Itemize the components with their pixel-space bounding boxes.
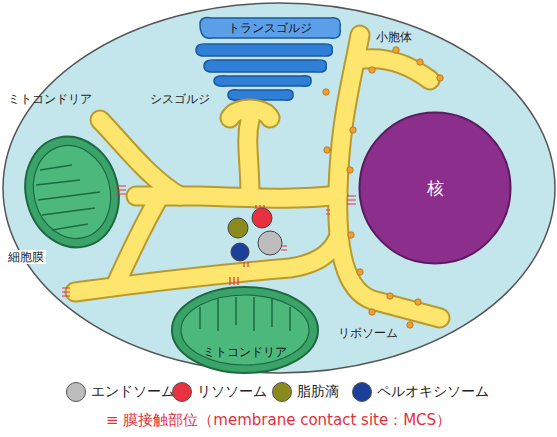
legend-item: ペルオキシソーム: [352, 382, 489, 402]
cell-membrane: [3, 3, 555, 373]
legend-item: 脂肪滴: [272, 382, 339, 402]
mitochondrion-shape: [170, 285, 320, 375]
legend-swatch: [272, 382, 292, 402]
golgi-label: トランスゴルジ: [228, 21, 312, 35]
legend-swatch: [352, 382, 372, 402]
legend-label: エンドソーム: [91, 383, 175, 401]
ribosome-label: リボソーム: [338, 326, 398, 340]
node-label: ミトコンドリア: [203, 344, 287, 361]
membrane-label: 細胞膜: [6, 250, 46, 264]
legend-swatch: [66, 382, 86, 402]
mitochondrion-label: ミトコンドリア: [8, 92, 92, 106]
contact-site-note: ≡ 膜接触部位（membrane contact site：MCS）: [106, 411, 451, 429]
nucleus: 核: [358, 111, 512, 265]
organelle-cluster: [228, 208, 282, 261]
mitochondrion: [13, 126, 131, 258]
legend-label: リソソーム: [197, 383, 267, 401]
node-label: 核: [427, 177, 444, 200]
legend-label: 脂肪滴: [297, 383, 339, 401]
contact-site-marks: [62, 186, 356, 296]
legend-swatch: [172, 382, 192, 402]
legend-label: ペルオキシソーム: [377, 383, 489, 401]
golgi: [196, 18, 340, 101]
legend-item: エンドソーム: [66, 382, 175, 402]
mitochondrion: ミトコンドリア: [170, 285, 320, 375]
golgi-label: シスゴルジ: [150, 92, 210, 106]
er-label: 小胞体: [376, 30, 412, 44]
legend-item: リソソーム: [172, 382, 267, 402]
